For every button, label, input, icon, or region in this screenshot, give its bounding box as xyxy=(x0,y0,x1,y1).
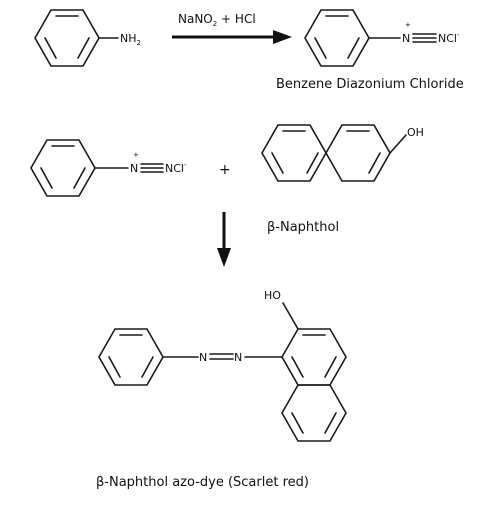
nitrogen-label: N xyxy=(402,32,410,45)
ring-double-bond xyxy=(271,152,284,174)
naphthol-name-caption: β-Naphthol xyxy=(267,220,339,235)
amine-group-label: NH2 xyxy=(120,32,141,47)
reaction-arrow-1: NaNO2 + HCl xyxy=(172,12,292,44)
positive-charge-label: + xyxy=(405,21,411,29)
ring-double-bond xyxy=(314,37,327,59)
ring-double-bond xyxy=(306,152,319,174)
azo-dye-molecule: N N HO xyxy=(98,289,347,442)
ring-double-bond xyxy=(324,412,337,434)
ring-double-bond xyxy=(44,37,57,59)
ring-double-bond xyxy=(77,37,90,59)
ring-double-bond xyxy=(291,412,304,434)
hydroxyl-label: HO xyxy=(264,289,281,302)
reaction-arrow-2 xyxy=(217,212,231,267)
hydroxyl-label: OH xyxy=(407,126,424,139)
reagent-label: NaNO2 + HCl xyxy=(178,12,256,28)
azo-nitrogen-label: N xyxy=(199,351,207,364)
ring-double-bond xyxy=(141,356,154,378)
ring-double-bond xyxy=(324,356,337,378)
azo-nitrogen-label: N xyxy=(234,351,242,364)
aniline-molecule: NH2 xyxy=(34,9,141,67)
ring-double-bond xyxy=(108,356,121,378)
counterion-label: NCl- xyxy=(438,31,460,45)
azo-dye-name-caption: β-Naphthol azo-dye (Scarlet red) xyxy=(96,475,309,490)
benzene-diazonium-chloride: + N NCl- Benzene Diazonium Chloride xyxy=(276,9,464,92)
ring-double-bond xyxy=(291,356,304,378)
positive-charge-label: + xyxy=(133,151,139,159)
ring-double-bond xyxy=(40,167,53,189)
beta-naphthol-molecule: OH β-Naphthol xyxy=(261,124,424,235)
diazonium-reactant: + N NCl- xyxy=(30,139,187,197)
c-oh-bond xyxy=(389,134,407,154)
ring-double-bond xyxy=(368,152,381,174)
counterion-label: NCl- xyxy=(165,161,187,175)
ring-double-bond xyxy=(347,37,360,59)
arrow-head xyxy=(217,248,231,267)
product-name-caption: Benzene Diazonium Chloride xyxy=(276,77,464,92)
ring-double-bond xyxy=(73,167,86,189)
c-oh-bond xyxy=(282,302,299,330)
arrow-head xyxy=(273,30,292,44)
plus-sign: + xyxy=(219,162,231,178)
nitrogen-label: N xyxy=(130,162,138,175)
naphthalene-lower-ring xyxy=(281,384,347,442)
